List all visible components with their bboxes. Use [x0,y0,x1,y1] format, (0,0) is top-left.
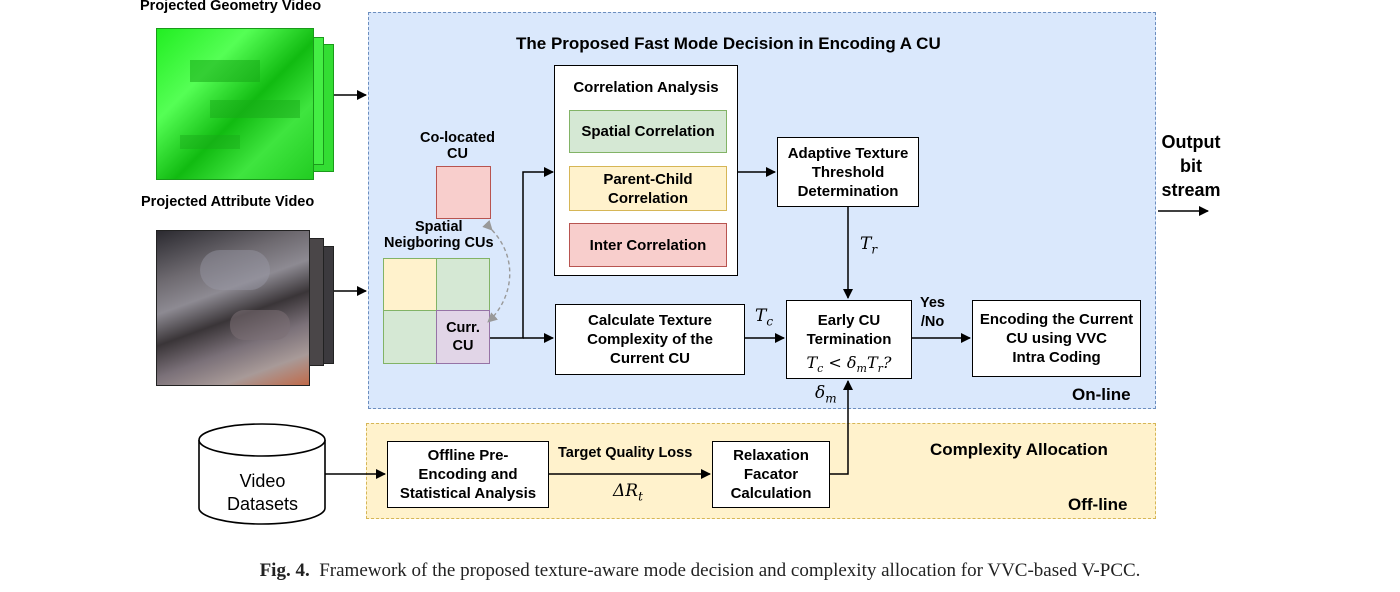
neighbor-cu-top-left [383,258,437,311]
co-located-cu [436,166,491,219]
tr-label: Tr [860,234,877,256]
relaxation-factor-box: Relaxation Facator Calculation [712,441,830,508]
target-quality-loss-label: Target Quality Loss [558,445,693,461]
arrow-relaxation-to-early [830,380,853,475]
co-located-label: Co-located CU [420,130,495,162]
tr-symbol: T [860,234,872,254]
early-cu-box: Early CU Termination Tc < δmTr? [786,300,912,379]
calc-texture-box: Calculate Texture Complexity of the Curr… [555,304,745,375]
arrow-dashed-colocated [482,220,511,323]
delta-m-label: δm [815,383,837,405]
video-datasets-cylinder [198,423,326,525]
delta-m-subscript: m [825,391,837,406]
tc-subscript: c [766,314,774,329]
delta-rt-label: ΔRt [613,481,643,503]
caption-prefix: Fig. 4. [259,560,310,581]
arrow-currcu-to-correlation [490,167,554,339]
current-cu: Curr. CU [436,310,490,364]
adaptive-texture-box: Adaptive Texture Threshold Determination [777,137,919,207]
inter-correlation-box: Inter Correlation [569,223,727,267]
parent-child-correlation-box: Parent-Child Correlation [569,166,727,211]
neighbor-cu-left [383,310,437,364]
video-datasets-label: Video Datasets [226,471,299,514]
current-cu-label: Curr. CU [446,320,480,354]
output-bitstream-label: Output bit stream [1161,132,1221,200]
delta-m-symbol: δ [815,383,826,403]
offline-label: Off-line [1068,495,1128,514]
delta-rt-symbol: ΔR [613,481,639,501]
tc-label: Tc [755,306,773,328]
offline-pre-encoding-box: Offline Pre- Encoding and Statistical An… [387,441,549,508]
early-cu-label: Early CU Termination [806,312,892,348]
correlation-analysis-title: Correlation Analysis [573,79,719,96]
tr-subscript: r [871,242,878,257]
online-title: The Proposed Fast Mode Decision in Encod… [516,34,941,53]
yes-no-label: Yes /No [920,295,945,330]
tc-symbol: T [755,306,767,326]
figure-caption: Fig. 4. Framework of the proposed textur… [0,560,1400,582]
complexity-allocation-label: Complexity Allocation [930,440,1108,459]
encoding-cu-box: Encoding the Current CU using VVC Intra … [972,300,1141,377]
termination-condition: Tc < δmTr? [806,353,892,376]
attribute-video-label: Projected Attribute Video [141,194,315,210]
online-label: On-line [1072,385,1131,404]
neighbor-cu-top-right [436,258,490,311]
geometry-video-label: Projected Geometry Video [140,0,322,14]
delta-rt-subscript: t [638,489,643,504]
spatial-correlation-box: Spatial Correlation [569,110,727,153]
caption-text: Framework of the proposed texture-aware … [319,560,1141,581]
